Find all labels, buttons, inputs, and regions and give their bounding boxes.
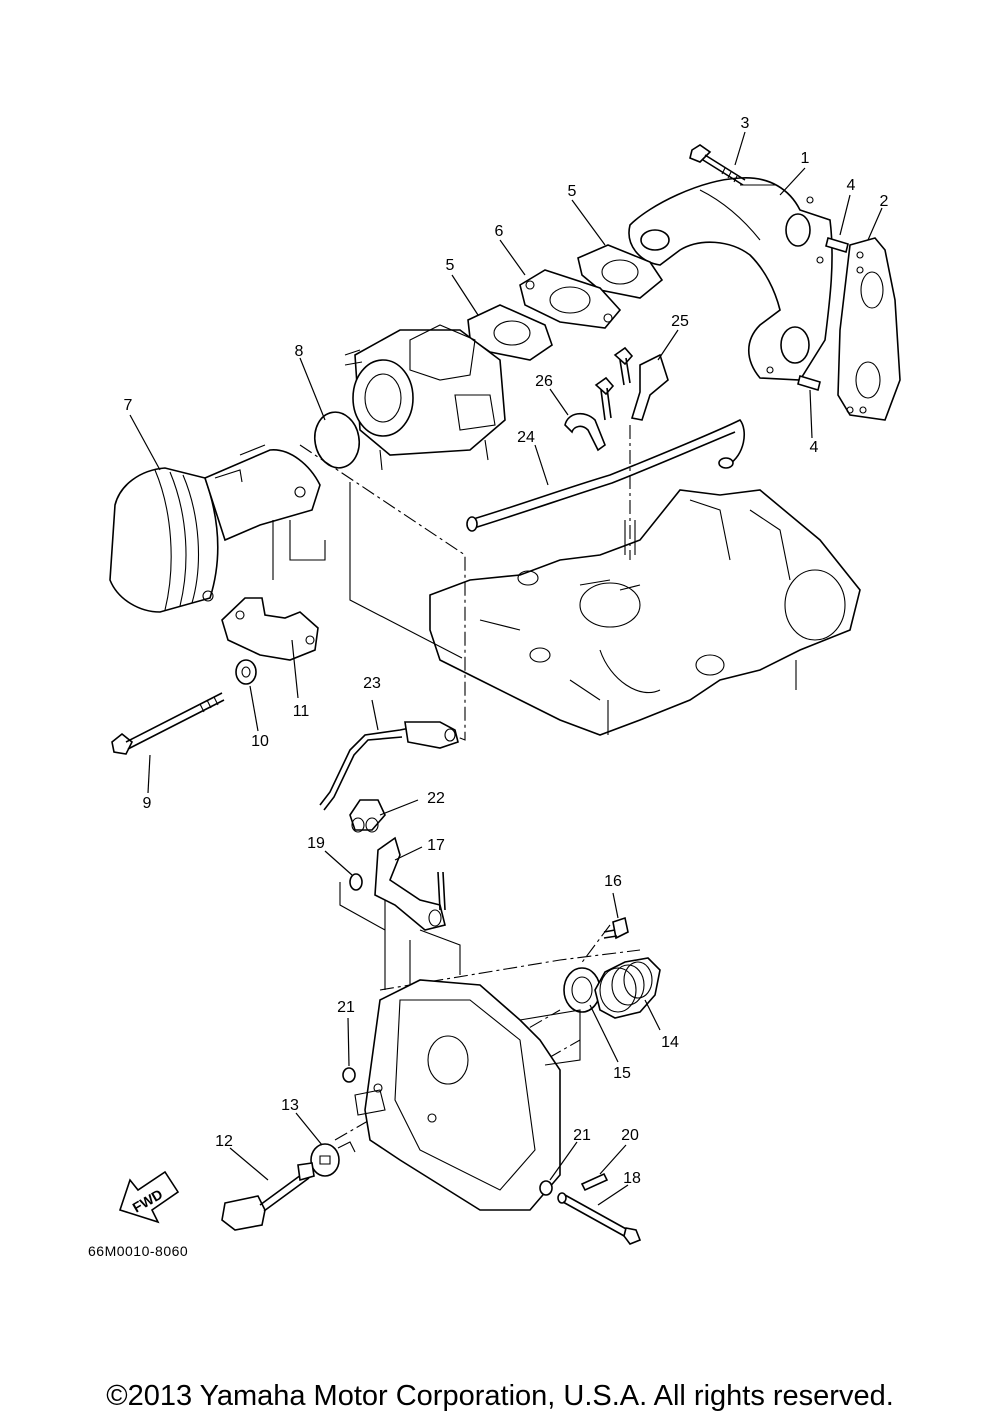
callout-24: 24 xyxy=(517,429,535,446)
bellows-part xyxy=(594,957,661,1019)
callout-3: 3 xyxy=(741,115,750,132)
bracket-part xyxy=(221,597,319,661)
callout-4-bottom: 4 xyxy=(810,439,819,456)
silencer-box-part xyxy=(354,979,581,1211)
screw-part xyxy=(603,916,629,940)
callout-leaders xyxy=(129,131,883,1206)
callout-9: 9 xyxy=(143,795,152,812)
small-washer-part xyxy=(342,1067,553,1196)
crankcase-part xyxy=(429,489,861,736)
drawing-number: 66M0010-8060 xyxy=(88,1243,189,1259)
callout-21-left: 21 xyxy=(337,999,355,1016)
callout-6: 6 xyxy=(495,223,504,240)
silencer-bolt-part xyxy=(557,1192,642,1245)
insulator-part xyxy=(519,269,622,329)
callout-12: 12 xyxy=(215,1133,233,1150)
choke-lever-part xyxy=(374,836,446,931)
grommet-part xyxy=(235,659,257,685)
callout-7: 7 xyxy=(124,397,133,414)
fwd-arrow-icon: FWD xyxy=(118,1170,180,1224)
washer-part xyxy=(349,873,363,891)
o-ring-part xyxy=(313,411,361,469)
callout-5-left: 5 xyxy=(446,257,455,274)
manifold-gasket-part xyxy=(837,237,901,421)
callout-22: 22 xyxy=(427,790,445,807)
callout-2: 2 xyxy=(880,193,889,210)
callout-20: 20 xyxy=(621,1127,639,1144)
intake-manifold-part xyxy=(628,177,833,381)
callout-25: 25 xyxy=(671,313,689,330)
callout-13: 13 xyxy=(281,1097,299,1114)
copyright-notice: ©2013 Yamaha Motor Corporation, U.S.A. A… xyxy=(106,1380,894,1412)
pin-part xyxy=(580,1172,609,1192)
callout-5-right: 5 xyxy=(568,183,577,200)
carburetor-part xyxy=(344,324,506,471)
gasket-part xyxy=(467,244,664,361)
callout-21-right: 21 xyxy=(573,1127,591,1144)
silencer-part xyxy=(109,444,326,613)
callout-19: 19 xyxy=(307,835,325,852)
callout-10: 10 xyxy=(251,733,269,750)
callout-1: 1 xyxy=(801,150,810,167)
callout-numbers: 1 2 3 4 4 5 5 6 7 8 9 10 11 12 13 14 15 … xyxy=(124,115,889,1187)
choke-rod-part xyxy=(319,721,459,811)
link-part xyxy=(349,799,386,833)
callout-4-top: 4 xyxy=(847,177,856,194)
callout-16: 16 xyxy=(604,873,622,890)
callout-23: 23 xyxy=(363,675,381,692)
dowel-pin-part xyxy=(797,236,849,392)
callout-26: 26 xyxy=(535,373,553,390)
callout-14: 14 xyxy=(661,1034,679,1051)
callout-8: 8 xyxy=(295,343,304,360)
callout-18: 18 xyxy=(623,1170,641,1187)
knob-base-part xyxy=(310,1141,356,1177)
callout-17: 17 xyxy=(427,837,445,854)
hose-part xyxy=(466,418,746,532)
callout-11: 11 xyxy=(293,703,310,720)
long-bolt-part xyxy=(111,692,225,755)
clamp-part xyxy=(564,346,669,452)
callout-15: 15 xyxy=(613,1065,631,1082)
bolt-part xyxy=(689,144,746,186)
choke-knob-part xyxy=(221,1162,315,1231)
